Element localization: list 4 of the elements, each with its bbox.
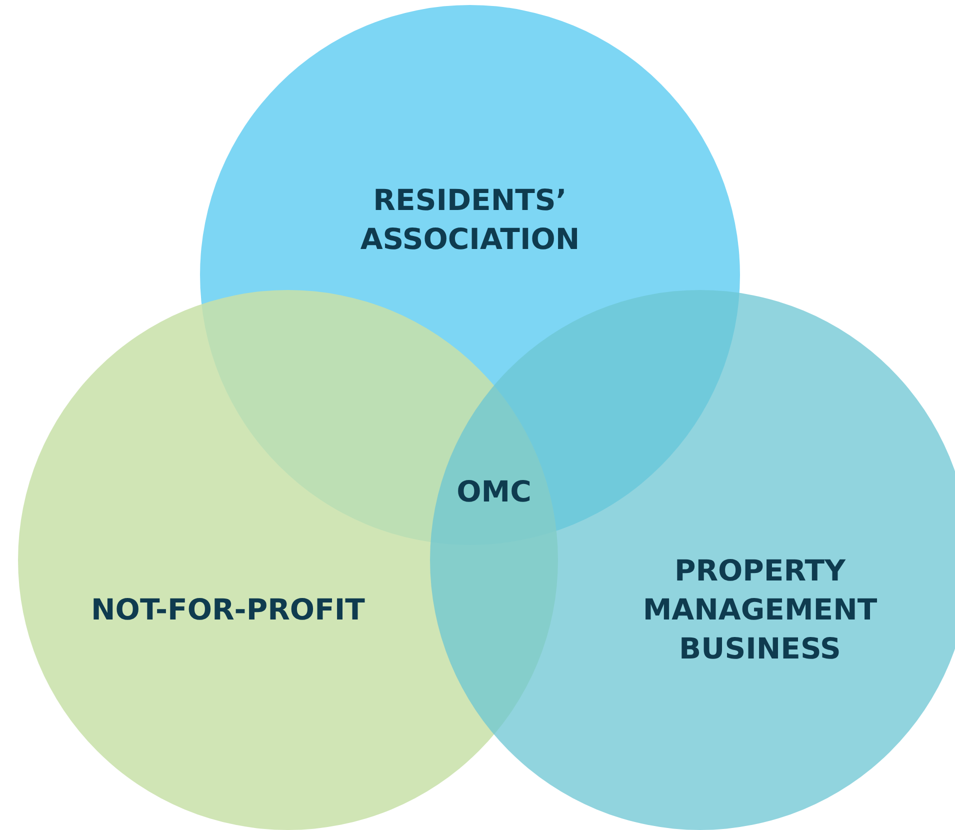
- set-label: PROPERTY MANAGEMENT BUSINESS: [642, 552, 878, 668]
- set-label: RESIDENTS’ ASSOCIATION: [359, 182, 581, 258]
- set-label: OMC: [456, 473, 532, 510]
- set-label: NOT-FOR-PROFIT: [90, 591, 366, 628]
